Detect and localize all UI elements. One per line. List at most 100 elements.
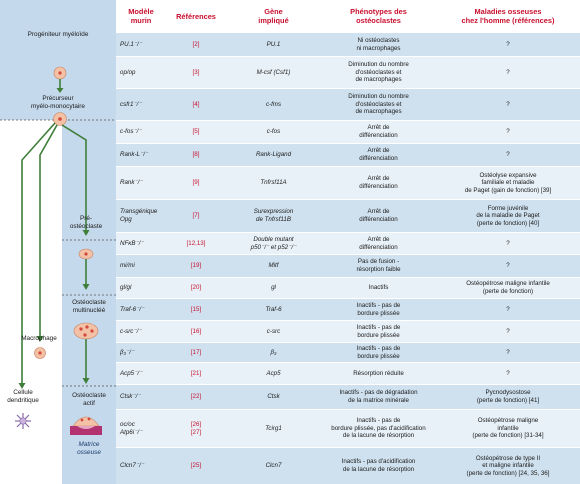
cell-refs: [20] [190, 284, 202, 292]
arrowhead-icon [82, 230, 90, 236]
cell-disease: Pycnodysostose (perte de fonction) [41] [476, 389, 540, 404]
cell-refs: [2] [192, 40, 200, 48]
cell-model: Acp5⁻/⁻ [120, 369, 143, 377]
header-phenotype: Phénotypes des ostéoclastes [321, 0, 436, 32]
cell-model: β₃⁻/⁻ [120, 348, 135, 356]
table-row: Acp5⁻/⁻ [21] Acp5 Résorption réduite? [116, 362, 580, 384]
table-row: op/op[3]M-csf (Csf1)Diminution du nombre… [116, 56, 580, 88]
cell-model: gl/gl [120, 284, 132, 292]
cell-gene: Traf-6 [265, 305, 282, 313]
arrowhead-icon [36, 336, 44, 342]
cell-refs: [7] [192, 212, 200, 220]
active-osteoclast-icon [72, 416, 100, 427]
cell-phenotype: Inactifs - pas de bordure plissée, pas d… [331, 417, 426, 440]
macrophage-nucleus-icon [38, 351, 42, 355]
macrophage-label: Macrophage [21, 335, 57, 342]
table-row: Transgénique Opg [7] Surexpression de Tnfr… [116, 199, 580, 232]
cell-gene: Rank-Ligand [255, 151, 292, 159]
cell-disease: ? [506, 327, 510, 335]
table-row: Ctsk⁻/⁻ [22] Ctsk Inactifs - pas de dégrada… [116, 384, 580, 409]
cell-refs: [25] [190, 462, 202, 470]
cell-phenotype: Résorption réduite [353, 369, 404, 377]
progenitor-label: Progéniteur myéloïde [27, 31, 89, 38]
arrow-to-pre-osteoclast [61, 124, 87, 232]
cell-model: Ctsk⁻/⁻ [120, 393, 141, 401]
cell-phenotype: Arrêt de différenciation [359, 175, 398, 190]
cell-phenotype: Arrêt de différenciation [359, 147, 398, 162]
cell-model: csfr1⁻/⁻ [120, 100, 142, 108]
cell-phenotype: Inactifs - pas d'acidification de la lac… [341, 458, 416, 473]
cell-refs: [22] [190, 393, 202, 401]
cell-disease: ? [506, 369, 510, 377]
cell-disease: ? [506, 151, 510, 159]
header-model: Modèle murin [116, 0, 166, 32]
cell-model: Transgénique Opg [120, 208, 158, 223]
nucleus-icon [79, 327, 83, 331]
cell-phenotype: Inactifs - pas de bordure plissée [356, 344, 401, 360]
active-osteoclast-label: Ostéoclaste actif [72, 392, 106, 407]
cell-refs: [5] [192, 128, 200, 136]
cell-refs: [26] [27] [190, 420, 202, 436]
cell-disease: ? [506, 40, 510, 48]
cell-phenotype: Inactifs [368, 284, 389, 292]
cell-refs: [16] [190, 327, 202, 335]
cell-model: c-fos⁻/⁻ [120, 128, 142, 136]
nucleus-icon [80, 418, 84, 422]
cell-gene: c-src [266, 327, 281, 335]
cell-refs: [19] [190, 262, 202, 270]
arrowhead-icon [82, 284, 90, 290]
pre-osteoclast-nucleus-icon [84, 252, 88, 256]
cell-phenotype: Arrêt de différenciation [359, 208, 398, 223]
cell-phenotype: Diminution du nombre d'ostéoclastes et d… [348, 61, 409, 84]
table-row: c-fos⁻/⁻ [5] c-fos Arrêt de différenciation… [116, 120, 580, 143]
cell-refs: [8] [192, 151, 200, 159]
cell-gene: Tnfrsf11A [260, 179, 287, 187]
cell-gene: Acp5 [266, 369, 281, 377]
resorption-lacuna-icon [77, 426, 95, 429]
cell-model: Traf-6⁻/⁻ [120, 305, 145, 313]
cell-refs: [9] [192, 179, 200, 187]
cell-gene: c-fms [265, 100, 282, 108]
cell-phenotype: Diminution du nombre d'ostéoclastes et d… [348, 93, 409, 116]
table-row: Rank-L⁻/⁻ [8] Rank-Ligand Arrêt de différen… [116, 143, 580, 166]
cell-disease: Ostéopétrose maligne infantile (perte de… [466, 280, 550, 295]
cell-disease: Ostéopétrose de type II et maligne infan… [466, 454, 550, 477]
arrow-to-dendritic [21, 122, 56, 385]
cell-phenotype: Inactifs - pas de bordure plissée [356, 301, 401, 317]
cell-disease: ? [506, 239, 510, 247]
cell-model: oc/oc Atp6i⁻/⁻ [120, 420, 143, 436]
nucleus-icon [85, 325, 89, 329]
cell-model: Rank-L⁻/⁻ [120, 151, 149, 159]
cell-gene: β₃ [270, 348, 277, 356]
cell-gene: PU.1 [266, 40, 281, 48]
dendritic-cell-icon [15, 413, 31, 429]
multinuclear-label: Ostéoclaste multinucléé [72, 299, 106, 314]
cell-disease: ? [506, 262, 510, 270]
cell-refs: [21] [190, 369, 202, 377]
cell-phenotype: Arrêt de différenciation [359, 124, 398, 139]
arrowhead-icon [18, 383, 26, 389]
cell-phenotype: Inactifs - pas de bordure plissée [356, 323, 401, 339]
cell-phenotype: Ni ostéoclastes ni macrophages [356, 36, 401, 52]
cell-phenotype: Inactifs - pas de dégradation de la matr… [339, 389, 418, 404]
cell-refs: [17] [190, 348, 202, 356]
arrow-to-macrophage [39, 124, 58, 338]
precursor-nucleus-icon [58, 117, 62, 121]
cell-gene: Ctsk [267, 393, 280, 401]
table-row: NFκB⁻/⁻[12,13]Double mutant p50⁻/⁻ et p5… [116, 232, 580, 254]
cell-gene: c-fos [266, 128, 281, 136]
header-references: Références [166, 0, 226, 32]
nucleus-icon [83, 333, 87, 337]
cell-model: Clcn7⁻/⁻ [120, 462, 145, 470]
cell-disease: ? [506, 305, 510, 313]
cell-gene: Surexpression de Tnfrsf11B [253, 208, 294, 223]
progenitor-nucleus-icon [58, 71, 62, 75]
cell-refs: [15] [190, 305, 202, 313]
cell-disease: ? [506, 100, 510, 108]
cell-gene: Mitf [268, 262, 279, 270]
